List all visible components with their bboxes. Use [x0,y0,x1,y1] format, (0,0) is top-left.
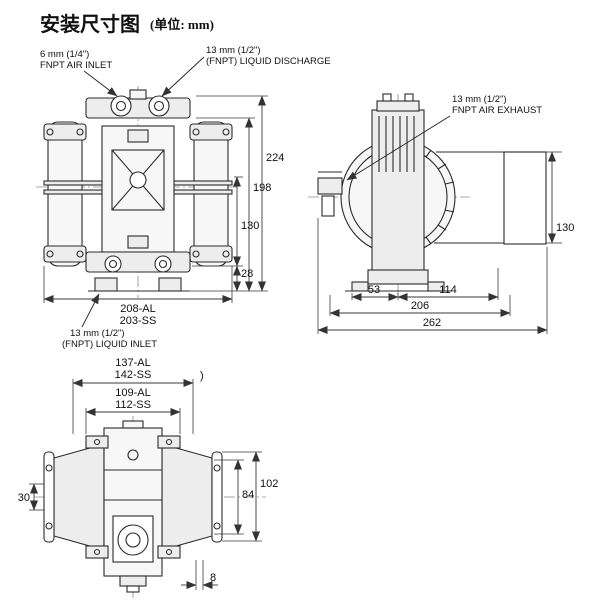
side-bottom-dimensions: 53 114 206 262 [317,218,548,334]
side-view: 130 53 114 206 262 13 mm (1/2") FNPT AIR… [308,93,574,334]
front-pump-drawing [43,89,233,292]
top-dim-102: 102 [260,478,278,490]
inlet-leader [81,293,100,328]
side-dim-114: 114 [439,284,457,296]
discharge-leader [161,56,205,97]
front-dim-28: 28 [241,268,253,280]
top-dim-109: 109-AL [115,387,150,399]
top-paren: ) [200,370,204,382]
top-left-dimension: 30 [18,483,44,511]
top-dim-84: 84 [242,489,254,501]
front-width-dimension: 208-AL 203-SS [43,266,233,327]
unit-label: (单位: mm) [150,17,214,32]
front-dim-224: 224 [266,152,284,164]
air-inlet-callout-line1: 6 mm (1/4") [40,49,89,60]
top-dim-30: 30 [18,492,30,504]
top-width-dimensions: 137-AL 142-SS ) 109-AL 112-SS [72,357,204,434]
air-inlet-leader [83,70,118,97]
side-130-dimension: 130 [546,151,574,244]
side-dim-206: 206 [411,300,429,312]
side-pump-drawing [317,93,547,292]
top-bottom-dimension: 8 [181,560,218,590]
side-callouts: 13 mm (1/2") FNPT AIR EXHAUST [346,94,542,181]
front-dim-198: 198 [253,182,271,194]
top-dim-137: 137-AL [115,357,150,369]
side-dim-53: 53 [368,284,380,296]
side-dim-262: 262 [423,317,441,329]
front-dim-width-ss: 203-SS [120,315,157,327]
top-view: 137-AL 142-SS ) 109-AL 112-SS 84 102 [18,357,278,600]
air-inlet-callout-line2: FNPT AIR INLET [40,60,112,71]
top-dim-112: 112-SS [115,399,151,411]
top-right-dimensions: 84 102 [214,451,278,542]
top-dim-8: 8 [210,572,216,584]
exhaust-callout-line2: FNPT AIR EXHAUST [452,105,542,116]
exhaust-leader [346,115,451,181]
inlet-callout-line2: (FNPT) LIQUID INLET [62,339,157,350]
front-dim-width-al: 208-AL [120,303,155,315]
inlet-callout-line1: 13 mm (1/2") [70,328,125,339]
page-title: 安装尺寸图 [40,12,140,36]
discharge-callout-line1: 13 mm (1/2") [206,45,261,56]
front-view: 224 198 130 28 208-AL 203-SS 6 mm (1/4")… [36,45,331,350]
side-dim-130: 130 [556,222,574,234]
front-callouts: 6 mm (1/4") FNPT AIR INLET 13 mm (1/2") … [40,45,331,350]
discharge-callout-line2: (FNPT) LIQUID DISCHARGE [206,56,331,67]
top-dim-142: 142-SS [115,369,152,381]
front-vertical-dimensions: 224 198 130 28 [188,95,284,292]
front-dim-130: 130 [241,220,259,232]
exhaust-callout-line1: 13 mm (1/2") [452,94,507,105]
top-pump-drawing [43,420,223,593]
